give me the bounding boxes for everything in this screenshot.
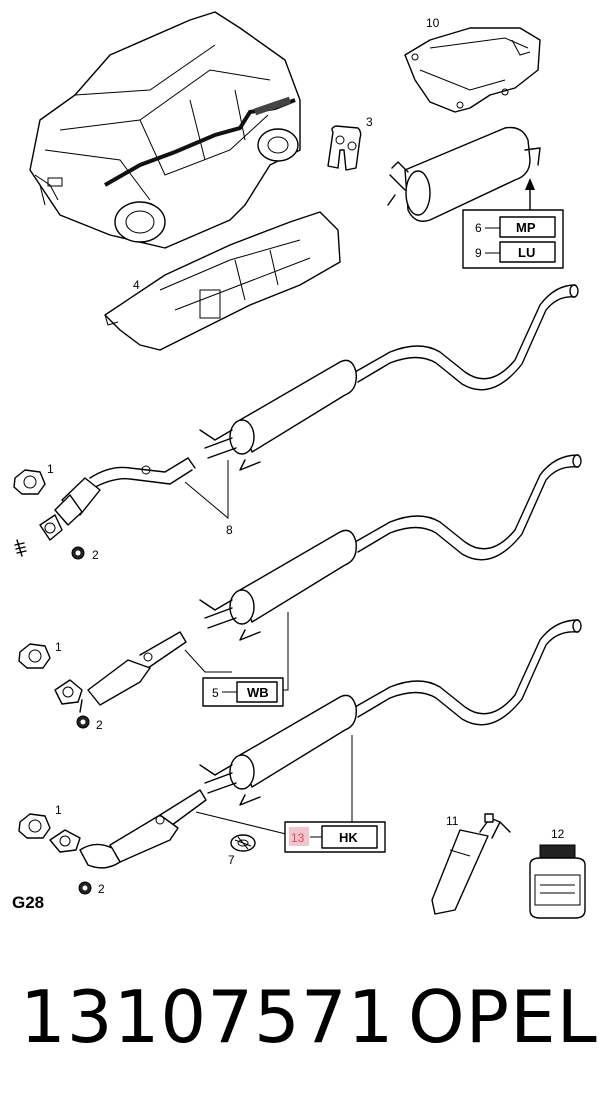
callout-13: 13 bbox=[291, 831, 305, 845]
exhaust-assembly-middle bbox=[54, 454, 582, 713]
variant-box-hk: 13 HK bbox=[284, 821, 386, 853]
sealant-tube-11 bbox=[431, 813, 511, 915]
callout-3: 3 bbox=[366, 115, 373, 129]
callout-8: 8 bbox=[226, 523, 233, 537]
callout-6: 6 bbox=[475, 221, 482, 235]
washer-7 bbox=[230, 834, 256, 852]
box-label-mp: MP bbox=[516, 220, 536, 235]
spring-bolt bbox=[14, 539, 27, 557]
nut-2-middle bbox=[76, 715, 90, 729]
rear-muffler bbox=[387, 126, 541, 222]
gasket-1-top bbox=[13, 469, 46, 495]
callout-5: 5 bbox=[212, 686, 219, 700]
callout-12: 12 bbox=[551, 827, 565, 841]
callout-1c: 1 bbox=[55, 803, 62, 817]
callout-2a: 2 bbox=[92, 548, 99, 562]
callout-4: 4 bbox=[133, 278, 140, 292]
callout-11: 11 bbox=[446, 814, 459, 828]
heat-shield-4 bbox=[104, 211, 341, 351]
footer: 13107571 OPEL bbox=[0, 975, 600, 1085]
part-number: 13107571 bbox=[20, 975, 395, 1059]
diagram-code: G28 bbox=[12, 893, 45, 912]
callout-10: 10 bbox=[426, 16, 440, 30]
nut-2-bottom bbox=[78, 881, 92, 895]
variant-box-mp-lu: 6 MP 9 LU bbox=[462, 209, 564, 269]
box-label-lu: LU bbox=[518, 245, 535, 260]
callout-9: 9 bbox=[475, 246, 482, 260]
paste-jar-12 bbox=[529, 844, 586, 919]
callout-2b: 2 bbox=[96, 718, 103, 732]
arrow-head bbox=[525, 178, 535, 190]
exhaust-assembly-top bbox=[39, 284, 579, 541]
car-illustration bbox=[29, 11, 301, 249]
exhaust-system-diagram: 10 3 6 MP 9 LU 4 bbox=[13, 11, 586, 919]
variant-box-wb: 5 WB bbox=[202, 677, 284, 707]
callout-1b: 1 bbox=[55, 640, 62, 654]
heat-shield-10 bbox=[404, 27, 541, 113]
box-label-hk: HK bbox=[339, 830, 358, 845]
gasket-1-bottom bbox=[18, 813, 51, 839]
gasket-1-middle bbox=[18, 643, 51, 669]
brand-name: OPEL bbox=[408, 975, 598, 1059]
callout-7: 7 bbox=[228, 853, 235, 867]
callout-2c: 2 bbox=[98, 882, 105, 896]
rubber-hanger-3 bbox=[327, 125, 362, 171]
box-label-wb: WB bbox=[247, 685, 269, 700]
nut-2-top bbox=[71, 546, 85, 560]
exhaust-assembly-bottom bbox=[49, 619, 582, 869]
callout-1a: 1 bbox=[47, 462, 54, 476]
